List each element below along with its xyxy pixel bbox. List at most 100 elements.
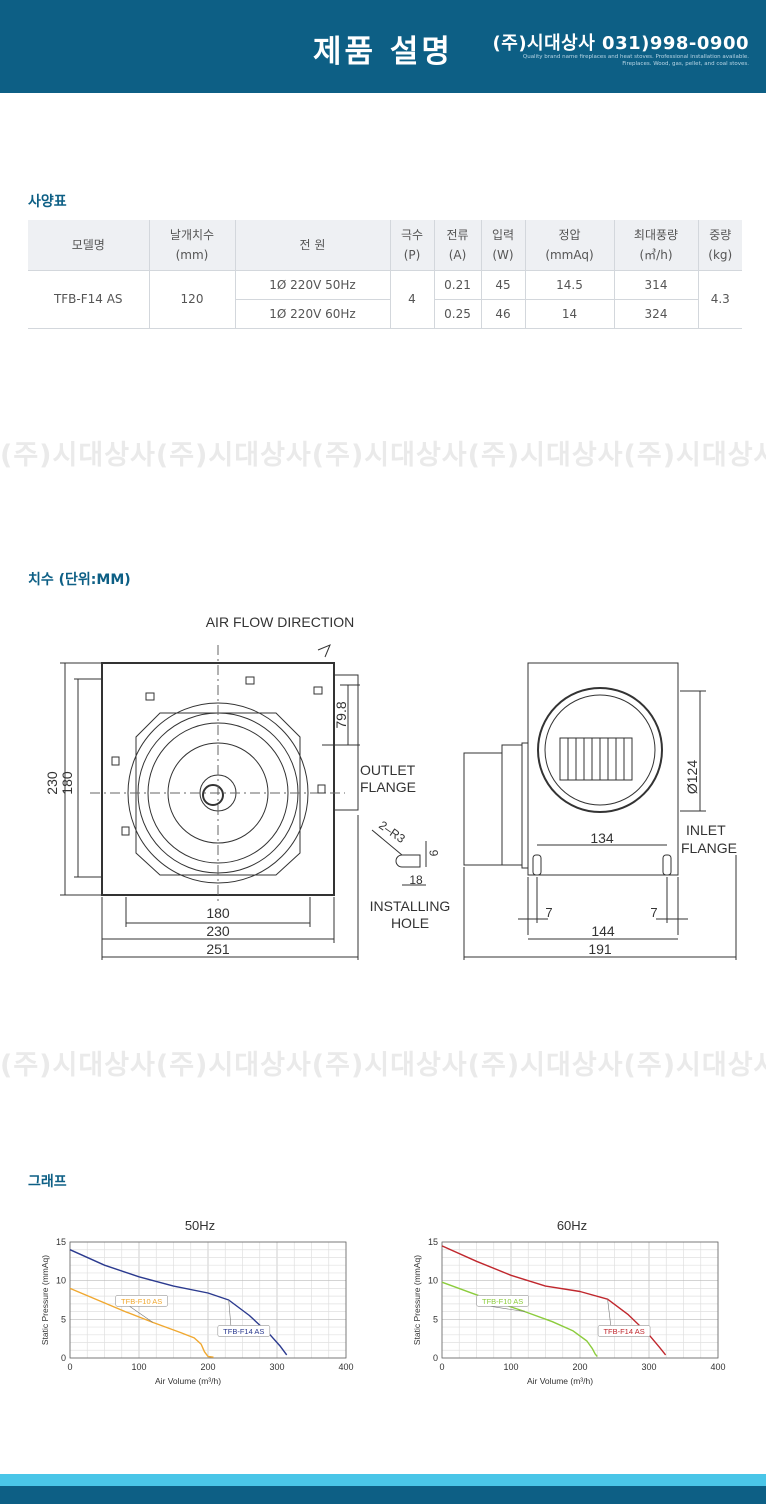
y-tick-label: 10 bbox=[428, 1276, 438, 1286]
x-tick-label: 100 bbox=[131, 1362, 146, 1372]
x-tick-label: 100 bbox=[503, 1362, 518, 1372]
y-tick-label: 15 bbox=[56, 1237, 66, 1247]
dim-144: 144 bbox=[591, 923, 615, 939]
header-current: 전류(A) bbox=[433, 220, 481, 271]
graph-section-title: 그래프 bbox=[28, 1174, 67, 1190]
x-tick-label: 300 bbox=[269, 1362, 284, 1372]
cell-power: 1Ø 220V 50Hz bbox=[234, 270, 390, 300]
mount-hole bbox=[111, 756, 120, 766]
y-tick-label: 5 bbox=[433, 1314, 438, 1324]
dimension-section-title: 치수 (단위:MM) bbox=[28, 572, 131, 588]
dim-251: 251 bbox=[206, 941, 230, 957]
dimension-drawing: AIR FLOW DIRECTION 230 180 79.8 180 230 … bbox=[44, 614, 737, 960]
mount-slot bbox=[532, 854, 542, 876]
mount-hole bbox=[145, 692, 155, 701]
legend-label: TFB-F10 AS bbox=[121, 1297, 162, 1306]
header-input: 입력(W) bbox=[480, 220, 525, 271]
outlet-label-1: OUTLET bbox=[360, 762, 416, 778]
cell-input: 46 bbox=[480, 299, 525, 329]
x-axis-label: Air Volume (m³/h) bbox=[155, 1376, 221, 1386]
dim-180-horizontal: 180 bbox=[206, 905, 230, 921]
dim-230-vertical: 230 bbox=[44, 771, 60, 795]
tagline-line-2: Fireplaces. Wood, gas, pellet, and coal … bbox=[622, 61, 749, 67]
watermark-text: (주)시대상사(주)시대상사(주)시대상사(주)시대상사(주)시대상사(주)시대… bbox=[0, 440, 766, 471]
dim-7-left: 7 bbox=[545, 905, 552, 920]
page-title: 제품 설명 bbox=[313, 34, 453, 70]
legend-label: TFB-F10 AS bbox=[482, 1297, 523, 1306]
table-row: 1Ø 220V 60Hz 0.25 46 14 324 bbox=[28, 299, 742, 329]
cell-input: 45 bbox=[480, 270, 525, 300]
legend-pointer bbox=[129, 1306, 153, 1323]
y-tick-label: 0 bbox=[433, 1353, 438, 1363]
cell-model: TFB-F14 AS bbox=[28, 270, 149, 329]
header-airflow: 최대풍량(㎥/h) bbox=[613, 220, 698, 271]
r3-label: 2–R3 bbox=[376, 818, 408, 846]
inlet-label-1: INLET bbox=[686, 822, 726, 838]
inlet-ring bbox=[537, 687, 663, 813]
plot-frame bbox=[69, 1241, 347, 1359]
hole-label-1: INSTALLING bbox=[370, 898, 451, 914]
x-tick-label: 400 bbox=[338, 1362, 353, 1372]
plot-frame bbox=[441, 1241, 719, 1359]
cell-power: 1Ø 220V 60Hz bbox=[234, 299, 390, 329]
dim-230-horizontal: 230 bbox=[206, 923, 230, 939]
cell-poles: 4 bbox=[389, 270, 434, 329]
mount-hole bbox=[245, 676, 255, 685]
legend-box bbox=[597, 1325, 651, 1337]
legend-box bbox=[476, 1295, 529, 1307]
x-tick-label: 0 bbox=[439, 1362, 444, 1372]
y-tick-label: 10 bbox=[56, 1276, 66, 1286]
y-tick-label: 0 bbox=[61, 1353, 66, 1363]
y-axis-label: Static Pressure (mmAq) bbox=[412, 1255, 422, 1345]
dim-7-right: 7 bbox=[650, 905, 657, 920]
tagline-line-1: Quality brand name fireplaces and heat s… bbox=[522, 54, 749, 60]
motor-plate bbox=[135, 712, 301, 876]
dim-180-vertical: 180 bbox=[59, 771, 75, 795]
x-tick-label: 300 bbox=[641, 1362, 656, 1372]
cell-pressure: 14 bbox=[524, 299, 614, 329]
legend-box bbox=[217, 1325, 271, 1337]
series-line bbox=[69, 1287, 214, 1358]
dim-134: 134 bbox=[590, 830, 614, 846]
mount-hole bbox=[121, 826, 130, 836]
header-tagline: Quality brand name fireplaces and heat s… bbox=[519, 54, 749, 68]
watermark-text: (주)시대상사(주)시대상사(주)시대상사(주)시대상사(주)시대상사(주)시대… bbox=[0, 1050, 766, 1081]
cell-current: 0.21 bbox=[433, 270, 481, 300]
header-weight: 중량(kg) bbox=[697, 220, 742, 271]
x-tick-label: 0 bbox=[67, 1362, 72, 1372]
y-axis-label: Static Pressure (mmAq) bbox=[40, 1255, 50, 1345]
header-blade: 날개치수(mm) bbox=[148, 220, 235, 271]
legend-pointer bbox=[490, 1306, 525, 1312]
chart-title: 60Hz bbox=[557, 1218, 587, 1233]
cell-blade: 120 bbox=[148, 270, 235, 329]
outlet-label-2: FLANGE bbox=[360, 779, 416, 795]
header-banner: 제품 설명 (주)시대상사 031)998-0900 Quality brand… bbox=[0, 0, 766, 93]
spec-header-row: 모델명 날개치수(mm) 전 원 극수(P) 전류(A) 입력(W) 정압(mm… bbox=[28, 220, 742, 271]
dim-191: 191 bbox=[588, 941, 612, 957]
x-tick-label: 400 bbox=[710, 1362, 725, 1372]
footer-bar bbox=[0, 1474, 766, 1504]
x-tick-label: 200 bbox=[572, 1362, 587, 1372]
series-line bbox=[69, 1249, 288, 1356]
table-row: TFB-F14 AS 120 1Ø 220V 50Hz 4 0.21 45 14… bbox=[28, 270, 742, 329]
motor-shaft bbox=[202, 784, 224, 806]
legend-label: TFB-F14 AS bbox=[223, 1327, 264, 1336]
mount-slot bbox=[662, 854, 672, 876]
inlet-label-2: FLANGE bbox=[681, 840, 737, 856]
mount-hole bbox=[313, 686, 323, 695]
spec-section-title: 사양표 bbox=[28, 194, 67, 210]
x-tick-label: 200 bbox=[200, 1362, 215, 1372]
air-flow-label: AIR FLOW DIRECTION bbox=[206, 614, 355, 630]
dim-124: Ø124 bbox=[684, 760, 700, 794]
legend-label: TFB-F14 AS bbox=[603, 1327, 644, 1336]
x-axis-label: Air Volume (m³/h) bbox=[527, 1376, 593, 1386]
cell-weight: 4.3 bbox=[697, 270, 742, 329]
mount-hole bbox=[317, 784, 326, 794]
spec-table: 모델명 날개치수(mm) 전 원 극수(P) 전류(A) 입력(W) 정압(mm… bbox=[28, 220, 742, 329]
header-pressure: 정압(mmAq) bbox=[524, 220, 614, 271]
cell-pressure: 14.5 bbox=[524, 270, 614, 300]
legend-box bbox=[115, 1295, 168, 1307]
fan-wheel bbox=[559, 737, 633, 781]
chart-title: 50Hz bbox=[185, 1218, 215, 1233]
